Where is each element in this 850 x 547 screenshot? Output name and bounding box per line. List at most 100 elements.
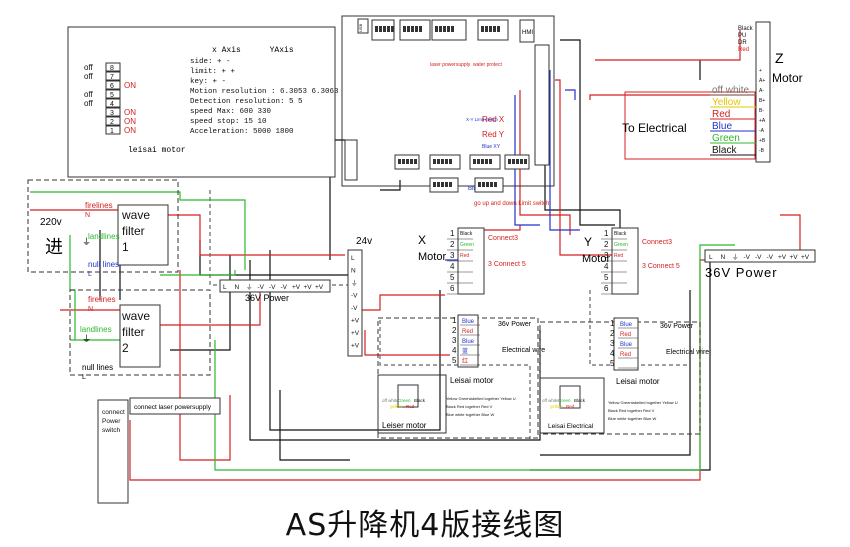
y-motor-sub: Motor [582,253,610,265]
leisai-pin-number: 1 [610,319,615,328]
power-24v-terminal: L [351,255,355,262]
leisai-pin-wire: Red [620,352,631,358]
motor-pin-number: 6 [450,284,455,293]
power-terminal: +V [315,284,324,291]
motor-pin-number: 6 [604,284,609,293]
hmi-port [519,19,535,43]
leisai-pin-number: 4 [610,349,615,358]
filter1-nulllines: null lines [88,260,119,269]
limit-switch-label: go up and down Limit switch [474,201,549,207]
ground-symbol-1: ⏚ [82,237,91,247]
leisai-electrical-label: Leisai Electrical [548,423,594,430]
leisai-left-power: 36v Power [498,321,532,328]
leisai-tag: yellow [550,404,563,409]
power-left-label: 36V Power [245,293,289,303]
motor-pin-number: 5 [604,273,609,282]
laser-ps-box [129,397,221,415]
ground-symbol-2: ⏚ [82,334,91,344]
leisai-tag: Green [398,398,411,403]
filter2-label-line: 2 [122,341,129,355]
port-pin [524,159,527,164]
leisai-pin-wire: 红 [462,357,468,365]
leisai-pin-number: 5 [610,359,615,368]
leisai-tag: Green [558,398,571,403]
port-pin [435,26,438,32]
port-pin [439,26,442,32]
leisai-left-connector [457,314,479,368]
port-pin [493,26,496,32]
port-pin [494,182,497,187]
motion-param-line: side: + - [190,58,231,66]
leisai-tag: Black [414,398,426,403]
power-switch-box [97,399,129,504]
port-pin [478,182,481,187]
red-y-label: Red Y [482,130,505,139]
leisai-pin-wire: Red [462,329,473,335]
port-pin [411,26,414,32]
filter2-box [119,304,161,368]
power-24v-strip [347,249,363,357]
y-motor-label: Y [584,235,592,249]
dip-switch-number: 6 [110,83,114,90]
power-terminal: -V [269,284,276,291]
leisai-note: Yellow Greenlabelled together Yellow U [446,396,516,401]
to-electrical-wires: off whiteYellowRedBlueGreenBlack+A+A-B+B… [710,68,766,156]
filter1-label-line: filter [122,224,145,238]
port-pin [489,26,492,32]
power-terminal: L [223,284,227,291]
power-left-strip [219,279,331,293]
leisai-electrical-core [559,385,581,409]
to-electrical-box [624,91,756,160]
power-24v-terminal: +V [351,330,360,337]
dip-switch-number: 3 [110,110,114,117]
leisai-tag: Red [566,404,575,409]
leisai-pin-number: 2 [452,326,457,335]
dip-switch-cell [105,107,121,117]
port-pin [375,26,378,32]
motion-param-line: Motion resolution : 6.3053 6.3063 [190,88,339,96]
leisai-left-caption: Leisai motor [450,376,494,385]
port-pin [451,26,454,32]
controller-bottom-ports [394,154,530,193]
leiser-motor-label: Leiser motor [382,421,427,430]
z-terminal-label: +A [759,118,766,124]
dip-switch-number: 7 [110,74,114,81]
port-pin [482,182,485,187]
motion-params: side: + -limit: + +key: + -Motion resolu… [190,58,339,136]
electrical-wire-label: Yellow [712,97,741,108]
port-pin [437,159,440,164]
port-pin [402,159,405,164]
power-terminal: -V [767,254,774,261]
leisai-tag: off white [542,398,559,403]
z-motor-label: Z [775,50,784,66]
leisai-electrical-box [539,377,605,434]
port-pin [433,182,436,187]
leisai-tag: yellow [390,404,403,409]
leisai-pin-wire: Blue [620,342,633,348]
dip-on-label: ON [124,117,136,126]
power-terminal: +V [304,284,313,291]
y-connect5: 3 Connect 5 [642,263,680,270]
leisai-right-caption: Leisai motor [616,377,660,386]
leisai-note: Yellow Greenlabelled together Yellow U [608,400,678,405]
z-terminal-label: -A [759,128,765,134]
motor-pin-number: 2 [604,240,609,249]
filter2-label-line: filter [122,325,145,339]
motor-pin-number: 4 [450,262,455,271]
power-24v-terminal: +V [351,343,360,350]
port-pin [414,159,417,164]
port-pin [383,26,386,32]
settings-caption: leisai motor [128,146,186,155]
filter1-label-line: 1 [122,240,129,254]
